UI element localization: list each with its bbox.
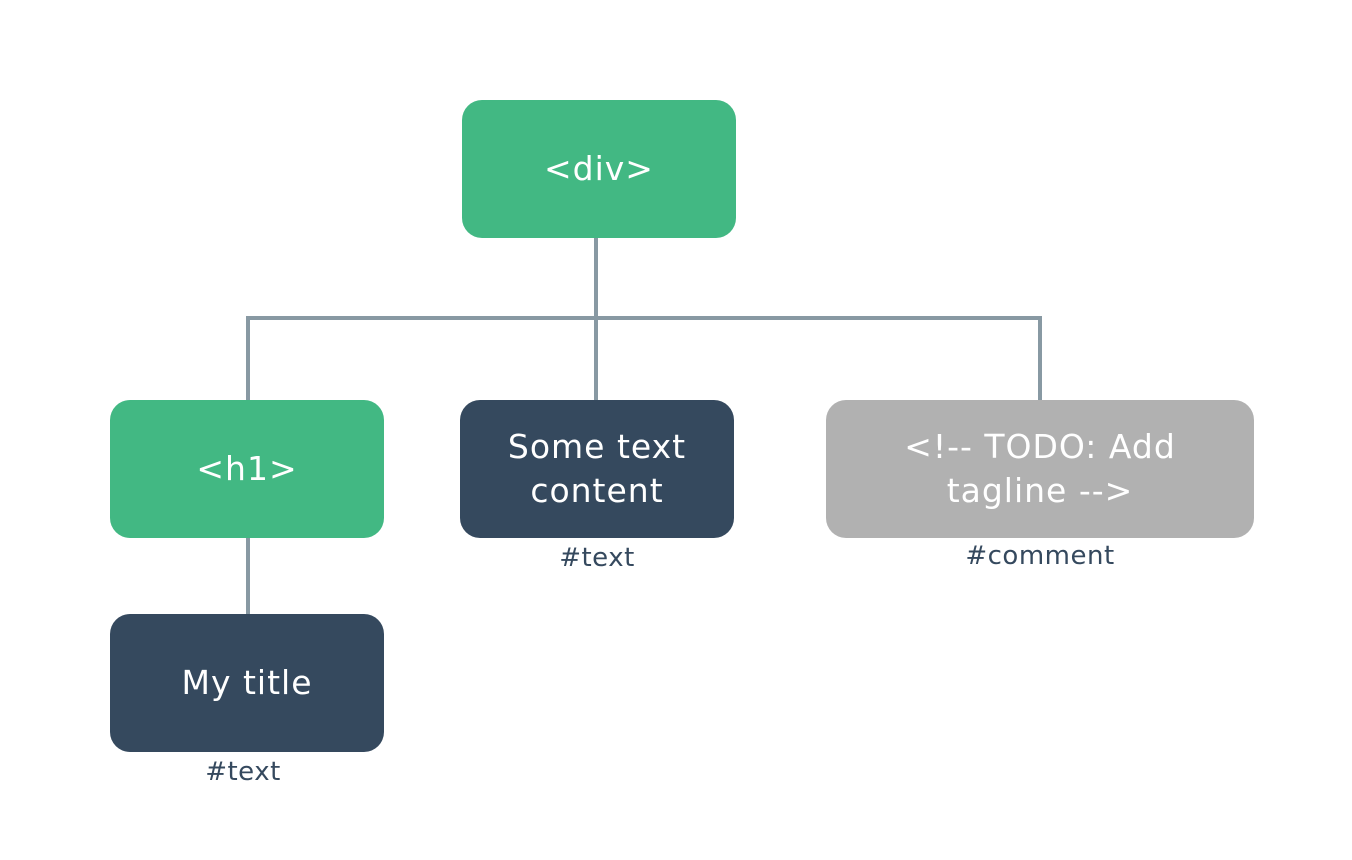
h1-element-text: <h1> xyxy=(196,449,298,488)
my-title-text-node: My title xyxy=(110,614,384,752)
comment-node-content: <!-- TODO: Add tagline --> xyxy=(904,427,1176,510)
my-title-text-node-label: #text xyxy=(205,757,281,787)
my-title-text-node-content: My title xyxy=(181,663,313,702)
some-text-node: Some text content xyxy=(460,400,734,538)
comment-node-label: #comment xyxy=(965,541,1115,571)
h1-element-node: <h1> xyxy=(110,400,384,538)
div-element-text: <div> xyxy=(544,149,654,188)
some-text-node-label: #text xyxy=(559,543,635,573)
comment-node: <!-- TODO: Add tagline --> xyxy=(826,400,1254,538)
some-text-node-content: Some text content xyxy=(507,427,687,510)
div-element-node: <div> xyxy=(462,100,736,238)
